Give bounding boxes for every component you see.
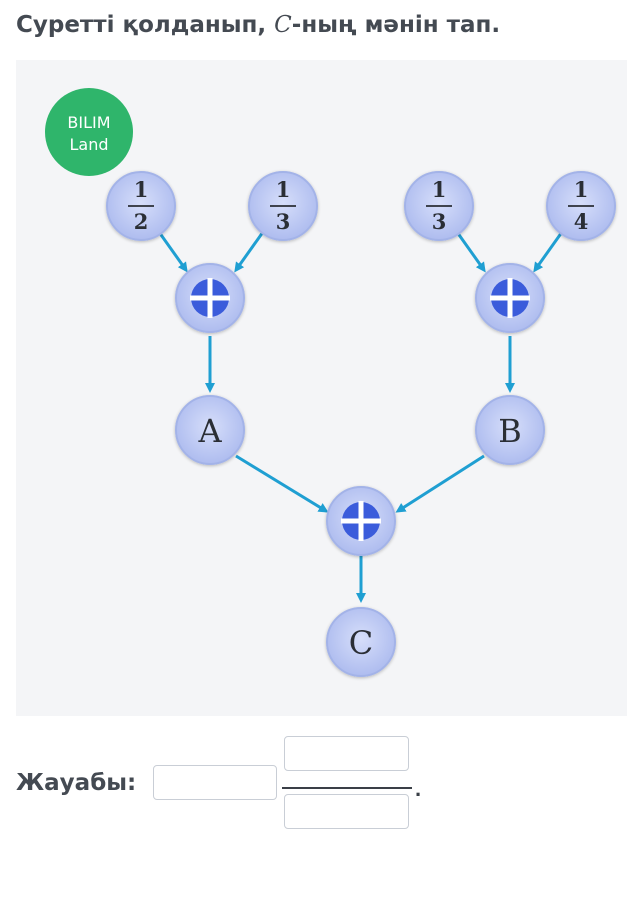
answer-label: Жауабы:	[16, 770, 137, 796]
answer-numerator-input[interactable]	[284, 736, 409, 771]
diagram-figure: BILIM Land 1 2 1 3	[16, 60, 627, 716]
arrow-input4-to-op2	[533, 231, 564, 273]
question-suffix: -ның мәнін тап.	[291, 12, 501, 38]
answer-end-mark: .	[415, 776, 422, 801]
input-2-numerator: 1	[276, 177, 291, 202]
result-c-label: C	[349, 624, 373, 662]
arrow-b-to-op3	[395, 454, 485, 513]
result-node-a: A	[175, 395, 245, 465]
arrows	[157, 231, 564, 603]
input-node-2: 1 3	[248, 171, 318, 241]
result-node-b: B	[475, 395, 545, 465]
arrow-a-to-op3	[235, 454, 329, 513]
answer-whole-input[interactable]	[153, 765, 277, 800]
result-node-c: C	[326, 607, 396, 677]
arrow-input1-to-op1	[157, 231, 188, 273]
input-4-denominator: 4	[574, 209, 589, 234]
logo-line2: Land	[69, 135, 108, 154]
input-node-4: 1 4	[546, 171, 616, 241]
plus-operator-node-1	[175, 263, 245, 333]
fraction-bar	[282, 787, 412, 789]
question-prefix: Суретті қолданып,	[16, 12, 275, 38]
logo-badge	[45, 88, 133, 176]
input-1-numerator: 1	[134, 177, 149, 202]
question-text: Суретті қолданып, C-ның мәнін тап.	[16, 12, 616, 38]
question-variable: C	[274, 12, 292, 38]
input-3-denominator: 3	[432, 209, 447, 234]
arrow-input2-to-op1	[234, 231, 265, 273]
input-node-3: 1 3	[404, 171, 474, 241]
result-b-label: B	[498, 412, 522, 450]
bilim-land-logo: BILIM Land	[45, 88, 133, 176]
input-4-numerator: 1	[574, 177, 589, 202]
input-node-1: 1 2	[106, 171, 176, 241]
logo-line1: BILIM	[67, 113, 110, 132]
fraction-addition-diagram: BILIM Land 1 2 1 3	[45, 88, 616, 677]
answer-denominator-input[interactable]	[284, 794, 409, 829]
input-1-denominator: 2	[134, 209, 149, 234]
plus-operator-node-3	[326, 486, 396, 556]
input-3-numerator: 1	[432, 177, 447, 202]
plus-operator-node-2	[475, 263, 545, 333]
input-2-denominator: 3	[276, 209, 291, 234]
arrow-input3-to-op2	[455, 231, 486, 273]
result-a-label: A	[197, 412, 222, 450]
